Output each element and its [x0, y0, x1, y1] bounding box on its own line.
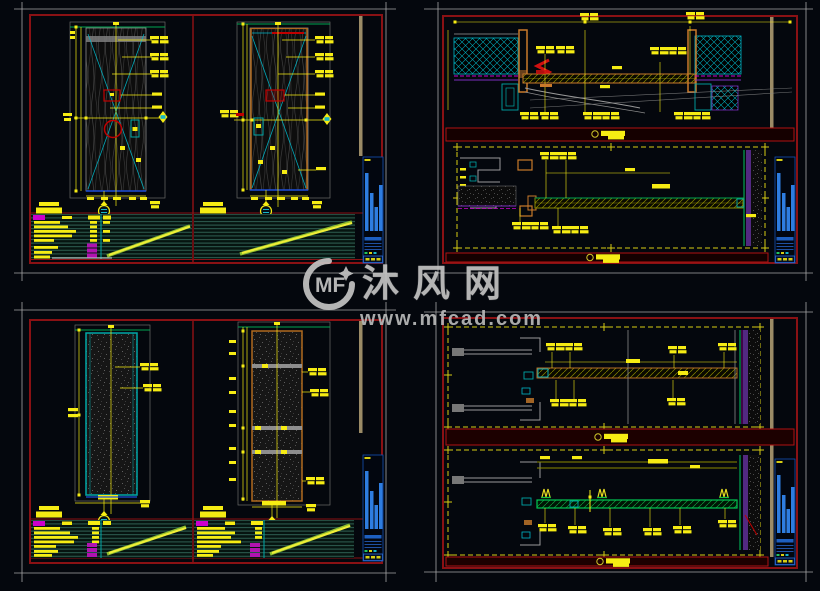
clip-symbol	[540, 488, 552, 499]
sheet-top-left	[29, 14, 384, 264]
drawing-title-bars	[36, 202, 62, 214]
sheet-bottom-left	[29, 319, 384, 564]
panel-section-band	[536, 367, 738, 379]
horizontal-section-detail-2	[443, 445, 765, 560]
drawing-title-bars	[36, 506, 62, 518]
material-legend-right	[194, 214, 355, 259]
material-legend-left	[31, 214, 192, 259]
detail-title-band	[445, 428, 795, 446]
callout-label	[150, 36, 169, 44]
drawing-title-bars	[200, 506, 226, 518]
wall-hatch-block	[453, 37, 519, 75]
material-legend-left	[31, 520, 192, 558]
clip-symbol	[596, 488, 608, 499]
door-elevation-detail-1	[63, 21, 169, 218]
panel-section-band-green	[536, 499, 738, 509]
sheet-border	[442, 317, 798, 569]
door-elevation-detail-2	[220, 21, 334, 218]
frame-profile-gray	[460, 157, 501, 183]
door-jamb-section-detail	[452, 142, 770, 253]
sheet-bottom-right	[442, 317, 798, 569]
fold-strip	[359, 321, 363, 433]
panel-elevation-detail-1	[68, 324, 162, 531]
detail-title-band	[445, 556, 769, 568]
sheet-border	[442, 15, 798, 264]
fold-strip	[770, 17, 774, 129]
drawing-title-bars	[200, 202, 226, 214]
detail-title-band	[445, 252, 769, 264]
sheet-top-right	[442, 12, 798, 264]
elevation-marker	[158, 111, 168, 123]
sheet-border	[29, 319, 383, 564]
paper-guides	[14, 2, 813, 582]
architrave-profile	[524, 87, 641, 109]
sheet-border	[29, 14, 383, 264]
door-head-section-detail	[447, 12, 793, 120]
clip-symbol	[718, 488, 730, 499]
fold-strip	[359, 16, 363, 156]
horizontal-section-detail-1	[443, 322, 765, 432]
panel-elevation-detail-2	[229, 321, 331, 533]
detail-box-marker	[103, 89, 121, 102]
detail-circle-marker	[103, 119, 123, 139]
detail-title-band	[445, 127, 795, 142]
material-legend-right	[194, 520, 354, 558]
